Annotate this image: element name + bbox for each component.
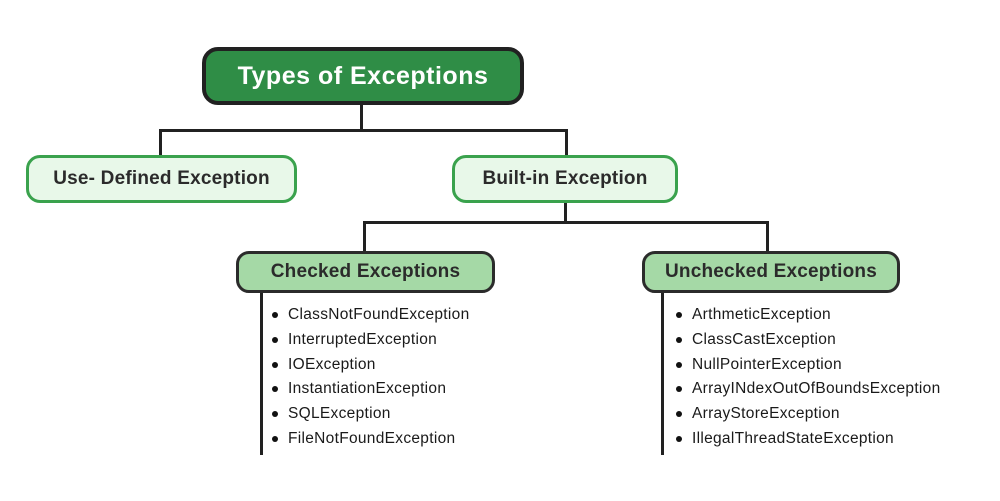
list-item-label: ArthmeticException [692, 306, 831, 324]
node-checked-exceptions-label: Checked Exceptions [270, 261, 461, 282]
connector-drop-unchecked [766, 221, 769, 252]
node-user-defined-exception-label: Use- Defined Exception [53, 168, 270, 189]
bullet-icon [676, 435, 682, 442]
node-user-defined-exception: Use- Defined Exception [26, 155, 297, 203]
connector-builtin-vertical [564, 202, 567, 224]
bullet-icon [272, 386, 278, 393]
connector-checked-list-vertical [260, 292, 263, 455]
list-item-label: SQLException [288, 405, 391, 423]
bullet-icon [272, 361, 278, 368]
node-unchecked-exceptions: Unchecked Exceptions [642, 251, 900, 293]
list-item: ClassNotFoundException [272, 303, 470, 328]
connector-drop-checked [363, 221, 366, 252]
node-built-in-exception-label: Built-in Exception [482, 168, 648, 189]
list-item-label: ArrayStoreException [692, 405, 840, 423]
connector-drop-user-defined [159, 129, 162, 156]
connector-unchecked-list-vertical [661, 292, 664, 455]
connector-level2-horizontal [363, 221, 769, 224]
list-item-label: NullPointerException [692, 355, 842, 373]
bullet-icon [676, 337, 682, 344]
list-item: InstantiationException [272, 377, 470, 402]
bullet-icon [676, 386, 682, 393]
list-item: InterruptedException [272, 328, 470, 353]
list-item: ArrayStoreException [676, 402, 941, 427]
list-item-label: InterruptedException [288, 331, 438, 349]
list-item-label: FileNotFoundException [288, 429, 456, 447]
bullet-icon [676, 411, 682, 418]
bullet-icon [272, 435, 278, 442]
bullet-icon [676, 361, 682, 368]
list-item: ArthmeticException [676, 303, 941, 328]
list-item: IllegalThreadStateException [676, 426, 941, 451]
connector-root-vertical [360, 104, 363, 132]
node-unchecked-exceptions-label: Unchecked Exceptions [664, 261, 878, 282]
list-item-label: IOException [288, 355, 376, 373]
node-built-in-exception: Built-in Exception [452, 155, 678, 203]
list-item-label: ClassNotFoundException [288, 306, 470, 324]
bullet-icon [272, 411, 278, 418]
node-types-of-exceptions-label: Types of Exceptions [237, 61, 489, 90]
list-item: NullPointerException [676, 352, 941, 377]
node-checked-exceptions: Checked Exceptions [236, 251, 495, 293]
list-item: FileNotFoundException [272, 426, 470, 451]
list-item: SQLException [272, 402, 470, 427]
list-item-label: IllegalThreadStateException [692, 429, 894, 447]
node-types-of-exceptions: Types of Exceptions [202, 47, 524, 105]
bullet-icon [272, 312, 278, 319]
list-item: ClassCastException [676, 328, 941, 353]
list-item: ArrayINdexOutOfBoundsException [676, 377, 941, 402]
list-item: IOException [272, 352, 470, 377]
bullet-icon [676, 312, 682, 319]
bullet-icon [272, 337, 278, 344]
connector-level1-horizontal [159, 129, 568, 132]
connector-drop-built-in [565, 129, 568, 156]
list-item-label: ClassCastException [692, 331, 837, 349]
list-item-label: InstantiationException [288, 380, 447, 398]
list-item-label: ArrayINdexOutOfBoundsException [692, 380, 941, 398]
